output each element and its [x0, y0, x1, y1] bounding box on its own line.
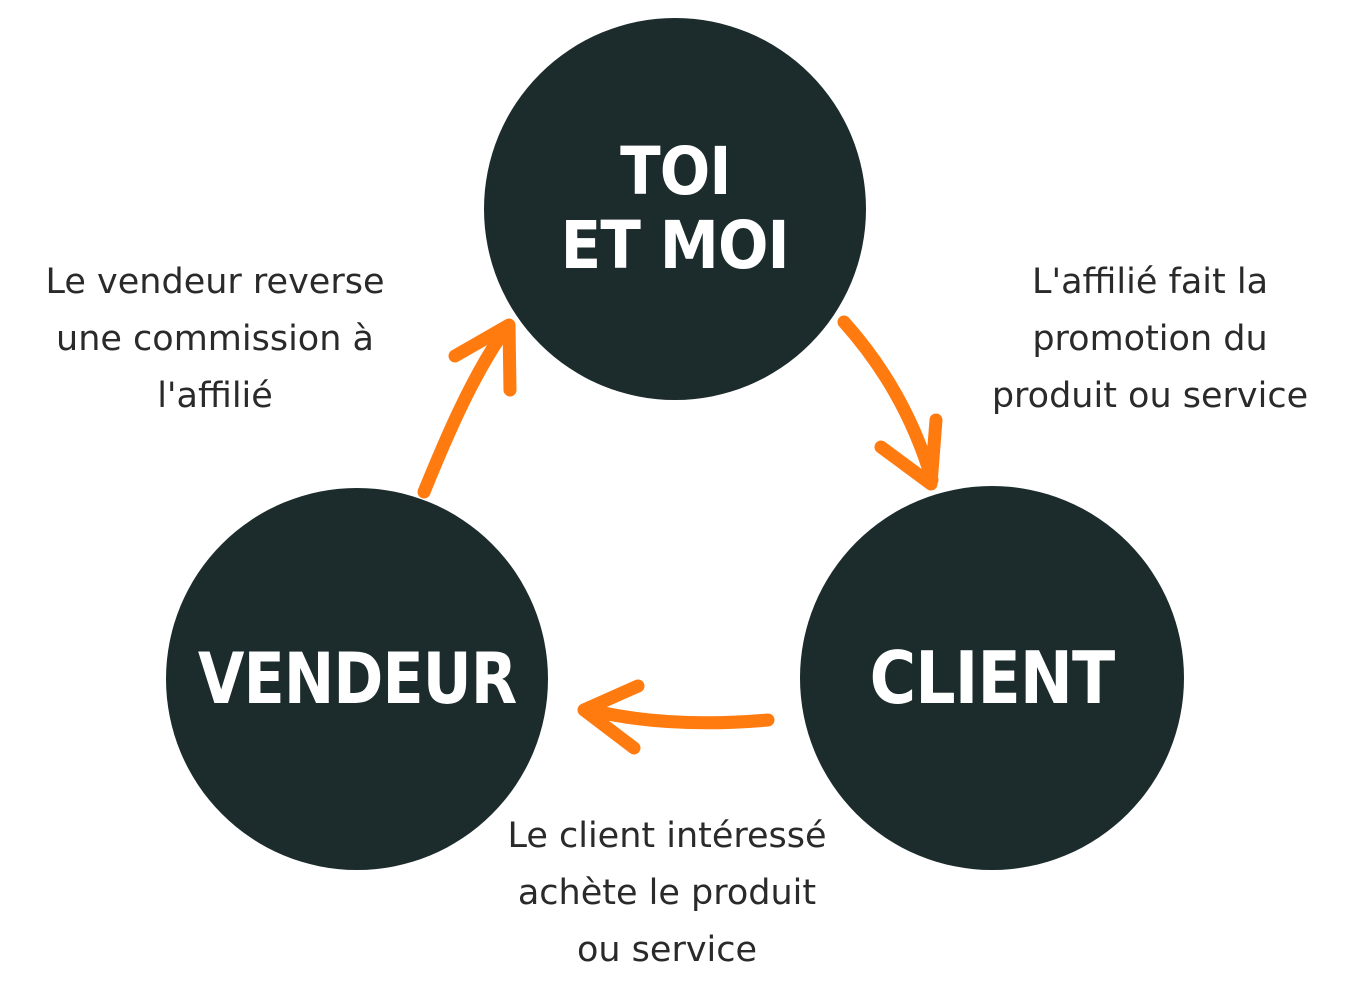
caption-purchase-line: achète le produit: [517, 873, 817, 913]
caption-promotion-line: L'affilié fait la: [1031, 262, 1269, 302]
caption-commission-line: une commission à: [56, 319, 374, 359]
caption-purchase: Le client intéressé achète le produit ou…: [470, 808, 864, 979]
caption-commission-line: Le vendeur reverse: [45, 262, 385, 302]
arrow-toi-to-client: [837, 315, 943, 491]
caption-purchase-line: ou service: [576, 930, 758, 970]
node-toi-et-moi-line2: ET MOI: [560, 207, 790, 284]
caption-commission-line: l'affilié: [157, 376, 273, 416]
node-vendeur-label: VENDEUR: [197, 638, 517, 720]
arrow-vendeur-to-toi: [417, 318, 517, 499]
node-client-label: CLIENT: [869, 636, 1116, 720]
node-vendeur: VENDEUR: [166, 488, 548, 870]
caption-commission: Le vendeur reverse une commission à l'af…: [10, 254, 420, 425]
node-toi-et-moi-line1: TOI: [619, 133, 731, 210]
caption-promotion-line: promotion du: [1032, 319, 1268, 359]
caption-purchase-line: Le client intéressé: [507, 816, 827, 856]
arrow-client-to-vendeur: [577, 679, 775, 755]
caption-promotion: L'affilié fait la promotion du produit o…: [950, 254, 1350, 425]
node-client: CLIENT: [800, 486, 1184, 870]
node-toi-et-moi: TOI ET MOI: [484, 18, 866, 400]
caption-promotion-line: produit ou service: [991, 376, 1309, 416]
